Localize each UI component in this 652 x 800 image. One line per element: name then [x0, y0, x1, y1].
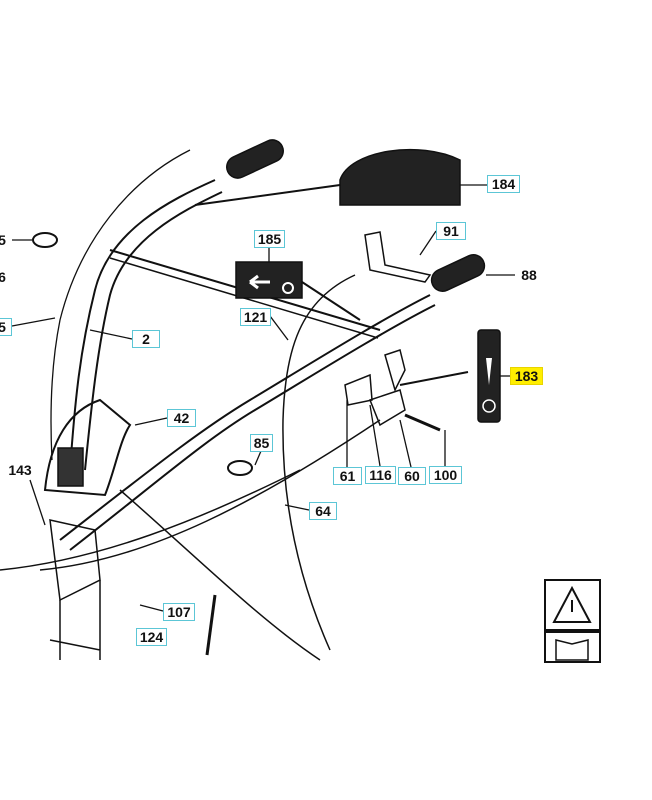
- callout-91[interactable]: 91: [436, 222, 466, 240]
- callout-61[interactable]: 61: [333, 467, 362, 485]
- callout-88[interactable]: 88: [521, 267, 537, 283]
- callout-121[interactable]: 121: [240, 308, 271, 326]
- guard-part: [43, 398, 132, 497]
- lever-block: [369, 389, 406, 427]
- clamp-85: [227, 460, 253, 476]
- callout-100[interactable]: 100: [429, 466, 462, 484]
- handlebar-left-tube: [69, 179, 216, 471]
- grip-left: [226, 139, 284, 179]
- callout-85[interactable]: 85: [250, 434, 273, 452]
- callout-143[interactable]: 143: [8, 462, 32, 478]
- grip-right: [430, 254, 486, 292]
- callout-116[interactable]: 116: [365, 466, 396, 484]
- callout-107[interactable]: 107: [163, 603, 195, 621]
- callout-42[interactable]: 42: [167, 409, 196, 427]
- callout-183-highlighted[interactable]: 183: [510, 367, 543, 385]
- clamp-5: [32, 232, 58, 248]
- callout-124[interactable]: 124: [136, 628, 167, 646]
- handlebar-right-tube: [59, 294, 431, 541]
- callout-5-partial[interactable]: 5: [0, 232, 6, 248]
- callout-5-boxed[interactable]: 5: [0, 318, 12, 336]
- cable-left: [50, 149, 191, 461]
- brake-lever: [364, 231, 432, 283]
- callout-184[interactable]: 184: [487, 175, 520, 193]
- warning-triangle-icon: [552, 585, 592, 623]
- callout-64[interactable]: 64: [309, 502, 337, 520]
- manual-book-icon: [555, 639, 589, 661]
- decal-185: [235, 261, 303, 299]
- warning-sign: [544, 579, 601, 631]
- callout-60[interactable]: 60: [398, 467, 426, 485]
- manual-sign: [544, 631, 601, 663]
- cable-64: [282, 274, 356, 651]
- callout-185[interactable]: 185: [254, 230, 285, 248]
- callout-2[interactable]: 2: [132, 330, 160, 348]
- handlebar-left-tube-inner: [84, 191, 223, 471]
- callout-6-partial[interactable]: 6: [0, 269, 6, 285]
- decal-184: [339, 148, 461, 206]
